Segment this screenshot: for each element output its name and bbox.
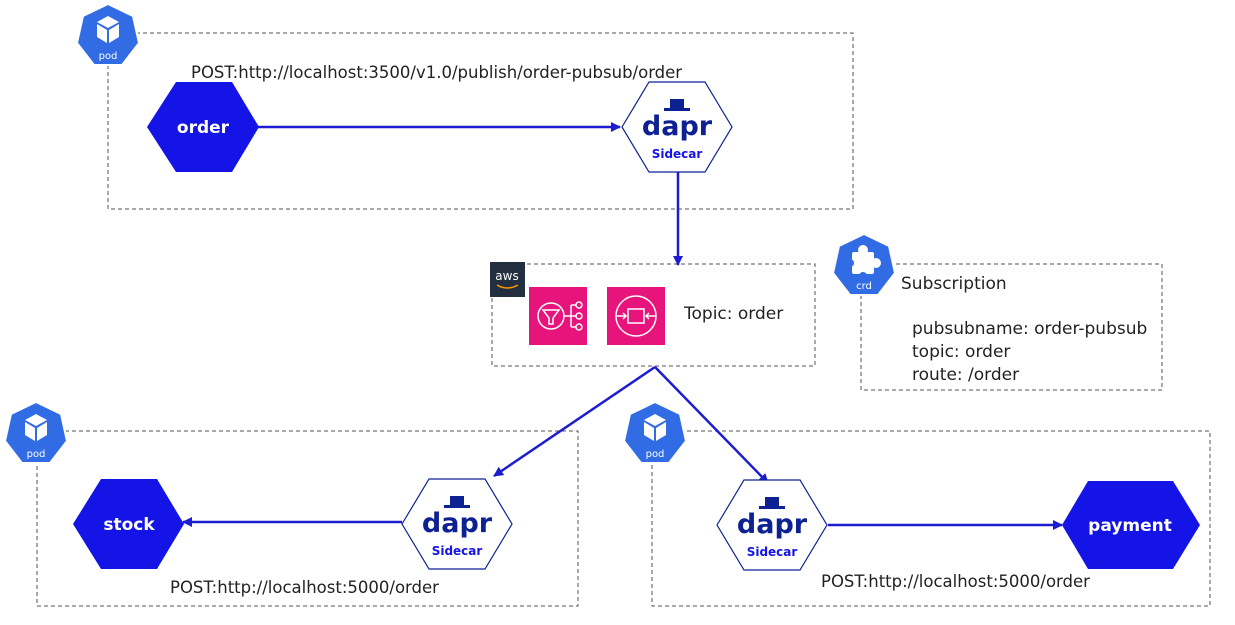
pod-badge-right: pod — [622, 400, 688, 464]
puzzle-icon — [846, 245, 881, 280]
publish-url-label: POST:http://localhost:3500/v1.0/publish/… — [191, 63, 682, 82]
payment-service-label: payment — [1088, 516, 1172, 536]
dapr-hat-icon — [664, 99, 690, 111]
pod-badge-top: pod — [75, 2, 141, 66]
sidecar-label: Sidecar — [432, 544, 483, 558]
payment-service: payment — [1062, 481, 1200, 569]
dapr-sidecar-left: dapr Sidecar — [401, 478, 513, 570]
arrow-aws-to-left-sidecar — [493, 365, 656, 478]
pod-badge-top-text: pod — [99, 51, 118, 62]
cube-icon — [644, 414, 666, 441]
subscription-line: route: /order — [912, 365, 1019, 385]
aws-box — [491, 263, 816, 367]
arrow-aws-to-right-sidecar — [654, 366, 769, 484]
stock-service: stock — [73, 479, 184, 569]
crd-badge-text: crd — [856, 281, 872, 292]
order-service: order — [147, 82, 259, 172]
subscription-line: topic: order — [912, 342, 1010, 362]
pod-badge-right-text: pod — [646, 449, 665, 460]
subscription-line: pubsubname: order-pubsub — [912, 319, 1147, 339]
pod-badge-left-text: pod — [27, 449, 46, 460]
right-pod-box — [651, 430, 1211, 607]
dapr-hat-icon — [759, 497, 785, 509]
sidecar-label: Sidecar — [747, 545, 798, 559]
subscription-title: Subscription — [901, 274, 1007, 294]
payment-url-label: POST:http://localhost:5000/order — [821, 572, 1090, 591]
subscription-box — [860, 263, 1163, 391]
topic-label: Topic: order — [683, 304, 783, 324]
cube-icon — [25, 414, 47, 441]
dapr-logo-text: dapr — [642, 111, 713, 142]
aws-smile-icon — [496, 284, 519, 289]
crd-badge: crd — [831, 232, 897, 296]
sidecar-label: Sidecar — [652, 147, 703, 161]
sns-icon — [529, 287, 587, 345]
dapr-hat-icon — [444, 496, 470, 508]
dapr-logo-text: dapr — [737, 509, 808, 540]
order-service-label: order — [177, 118, 230, 138]
stock-service-label: stock — [103, 515, 155, 535]
top-pod-box — [107, 32, 854, 210]
aws-logo: aws — [490, 262, 525, 297]
dapr-sidecar-top: dapr Sidecar — [621, 81, 733, 173]
sqs-icon — [607, 287, 665, 345]
left-pod-box — [36, 430, 579, 607]
dapr-sidecar-right: dapr Sidecar — [716, 479, 828, 571]
aws-logo-text: aws — [495, 269, 518, 283]
cube-icon — [97, 16, 119, 43]
dapr-logo-text: dapr — [422, 508, 493, 539]
pod-badge-left: pod — [3, 400, 69, 464]
stock-url-label: POST:http://localhost:5000/order — [170, 578, 439, 597]
